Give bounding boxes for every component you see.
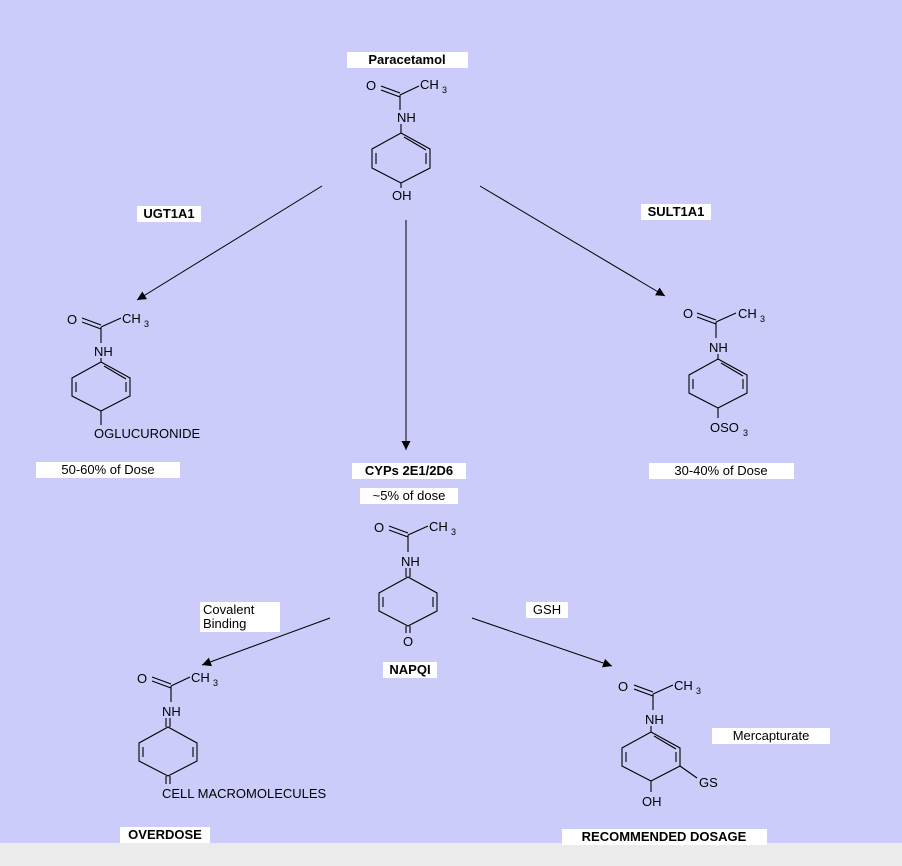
atom-o: O xyxy=(137,671,147,686)
arrow-to-mercapturate xyxy=(471,617,613,668)
atom-o: O xyxy=(366,78,376,93)
atom-ch: CH xyxy=(429,519,448,534)
glucuronide-molecule: O CH 3 NH OGLUCURONIDE xyxy=(67,311,201,441)
gsh-label: GSH xyxy=(533,602,561,617)
atom-nh: NH xyxy=(401,554,420,569)
covalent-label-line2: Binding xyxy=(203,616,246,631)
fraction-cyp: ~5% of dose xyxy=(373,488,446,503)
atom-sub-3: 3 xyxy=(696,686,701,696)
arrow-to-cell-binding xyxy=(201,617,331,667)
sulfate-molecule: O CH 3 NH OSO 3 xyxy=(683,306,765,438)
cell-adduct-molecule: O CH 3 NH CELL MACROMOLECULES xyxy=(137,670,327,801)
atom-nh: NH xyxy=(397,110,416,125)
arrow-to-glucuronide xyxy=(136,185,323,301)
atom-sub-3: 3 xyxy=(760,314,765,324)
atom-oh: OH xyxy=(392,188,412,203)
atom-o: O xyxy=(618,679,628,694)
atom-oglucuronide: OGLUCURONIDE xyxy=(94,426,201,441)
fraction-sulfate: 30-40% of Dose xyxy=(674,463,767,478)
napqi-molecule: O CH 3 NH O xyxy=(374,519,456,649)
paracetamol-molecule: Paracetamol O CH 3 NH OH xyxy=(347,52,468,203)
atom-ch: CH xyxy=(674,678,693,693)
atom-nh: NH xyxy=(162,704,181,719)
atom-sub-3: 3 xyxy=(743,428,748,438)
atom-sub-3: 3 xyxy=(213,678,218,688)
outcome-recommended-dosage: RECOMMENDED DOSAGE xyxy=(582,829,747,844)
atom-ch: CH xyxy=(420,77,439,92)
atom-o: O xyxy=(403,634,413,649)
paracetamol-title: Paracetamol xyxy=(368,52,445,67)
atom-sub-3: 3 xyxy=(451,527,456,537)
atom-o: O xyxy=(374,520,384,535)
arrow-to-sulfate xyxy=(479,185,666,297)
atom-o: O xyxy=(67,312,77,327)
atom-nh: NH xyxy=(645,712,664,727)
atom-nh: NH xyxy=(709,340,728,355)
enzyme-cyps: CYPs 2E1/2D6 xyxy=(365,463,453,478)
napqi-label: NAPQI xyxy=(389,662,430,677)
atom-ch: CH xyxy=(738,306,757,321)
covalent-label-line1: Covalent xyxy=(203,602,255,617)
atom-oso: OSO xyxy=(710,420,739,435)
bottom-band xyxy=(0,843,902,866)
diagram-background xyxy=(0,0,902,843)
atom-nh: NH xyxy=(94,344,113,359)
atom-ch: CH xyxy=(191,670,210,685)
fraction-glucuronide: 50-60% of Dose xyxy=(61,462,154,477)
atom-o: O xyxy=(683,306,693,321)
atom-oh: OH xyxy=(642,794,662,809)
atom-cell-macromolecules: CELL MACROMOLECULES xyxy=(162,786,327,801)
mercapturate-molecule: O CH 3 NH GS OH xyxy=(618,678,718,809)
enzyme-ugt1a1: UGT1A1 xyxy=(143,206,194,221)
atom-gs: GS xyxy=(699,775,718,790)
atom-sub-3: 3 xyxy=(442,85,447,95)
mercapturate-label: Mercapturate xyxy=(733,728,810,743)
atom-ch: CH xyxy=(122,311,141,326)
outcome-overdose: OVERDOSE xyxy=(128,827,202,842)
enzyme-sult1a1: SULT1A1 xyxy=(648,204,705,219)
atom-sub-3: 3 xyxy=(144,319,149,329)
